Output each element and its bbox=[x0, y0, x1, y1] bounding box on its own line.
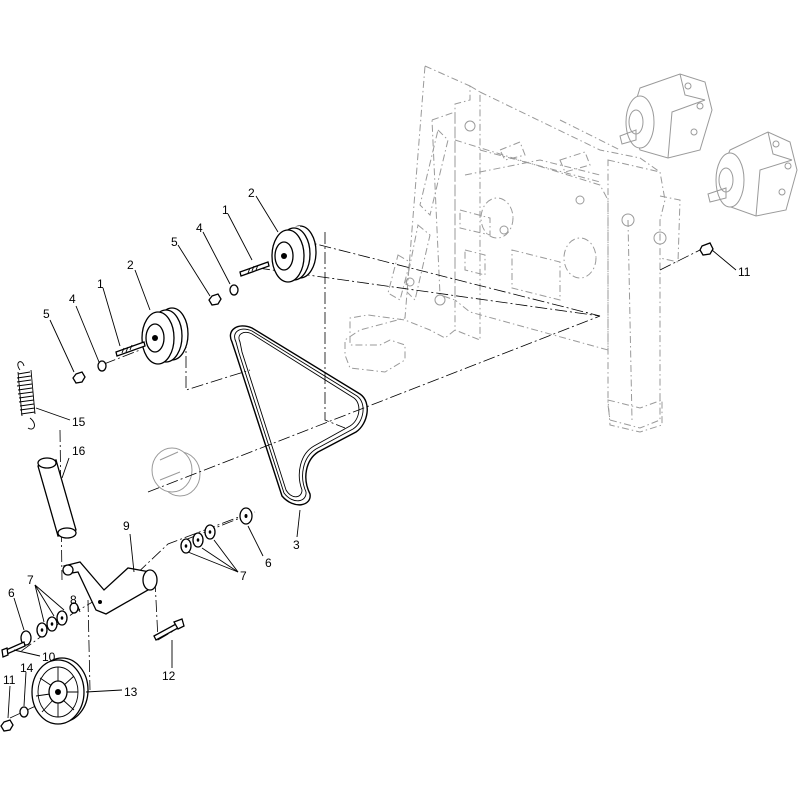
callout-pulley-lower: 2 bbox=[127, 258, 134, 272]
idler-arm bbox=[62, 561, 158, 615]
drive-belt bbox=[229, 325, 368, 506]
idler-pulley bbox=[31, 657, 89, 725]
washers-left-group bbox=[36, 610, 68, 638]
nut-idler bbox=[0, 719, 14, 732]
callout-washer-idler: 14 bbox=[20, 661, 34, 675]
callout-bushing-small: 8 bbox=[70, 593, 77, 607]
callout-bolt-pivot: 10 bbox=[42, 650, 56, 664]
pulley-upper bbox=[271, 225, 317, 283]
callout-washer-lower: 4 bbox=[69, 292, 76, 306]
callout-washer-small: 6 bbox=[8, 586, 15, 600]
callout-idler-arm: 9 bbox=[123, 519, 130, 533]
washer-spacer bbox=[239, 507, 253, 525]
callout-nut-upper: 5 bbox=[171, 235, 178, 249]
callout-washer-upper: 4 bbox=[196, 221, 203, 235]
pulley-lower bbox=[141, 307, 189, 365]
leader-lines bbox=[7, 195, 737, 719]
callout-nut-idler: 11 bbox=[3, 673, 16, 687]
bolt-pivot bbox=[1, 641, 26, 658]
frame-assembly bbox=[344, 65, 681, 433]
nut-frame bbox=[699, 242, 714, 256]
nut-lower bbox=[72, 371, 86, 384]
callout-bolt-arm: 12 bbox=[162, 669, 176, 683]
callout-washer-spacer: 6 bbox=[265, 556, 272, 570]
washer-small bbox=[20, 630, 32, 646]
extension-spring bbox=[16, 361, 36, 430]
bushing-small bbox=[69, 602, 79, 614]
callout-washers-right: 7 bbox=[240, 569, 247, 583]
callout-sleeve: 16 bbox=[72, 444, 86, 458]
bolt-upper bbox=[239, 261, 270, 277]
callout-idler-pulley: 13 bbox=[124, 685, 138, 699]
bolt-arm bbox=[153, 618, 185, 641]
ghost-pulley bbox=[151, 447, 201, 497]
nut-upper bbox=[208, 293, 222, 306]
callout-frame-nut: 11 bbox=[738, 265, 751, 279]
callout-labels: 2 1 4 5 2 1 4 5 11 15 16 9 3 6 7 7 8 6 1… bbox=[3, 186, 751, 699]
washer-lower bbox=[97, 360, 107, 372]
callout-washers-left: 7 bbox=[27, 573, 34, 587]
bolt-lower bbox=[115, 341, 146, 357]
callout-belt: 3 bbox=[293, 538, 300, 552]
hydraulic-pump-lower bbox=[707, 131, 798, 217]
washer-idler bbox=[19, 706, 29, 718]
callout-bolt-upper: 1 bbox=[222, 203, 229, 217]
callout-nut-lower: 5 bbox=[43, 307, 50, 321]
callout-pulley-upper: 2 bbox=[248, 186, 255, 200]
callout-spring: 15 bbox=[72, 415, 86, 429]
washers-right-group bbox=[180, 524, 216, 554]
assembly-centerlines bbox=[9, 232, 701, 719]
washer-upper bbox=[229, 284, 239, 296]
sleeve bbox=[37, 457, 77, 539]
callout-bolt-lower: 1 bbox=[97, 277, 104, 291]
hydraulic-pump-upper bbox=[619, 73, 713, 159]
